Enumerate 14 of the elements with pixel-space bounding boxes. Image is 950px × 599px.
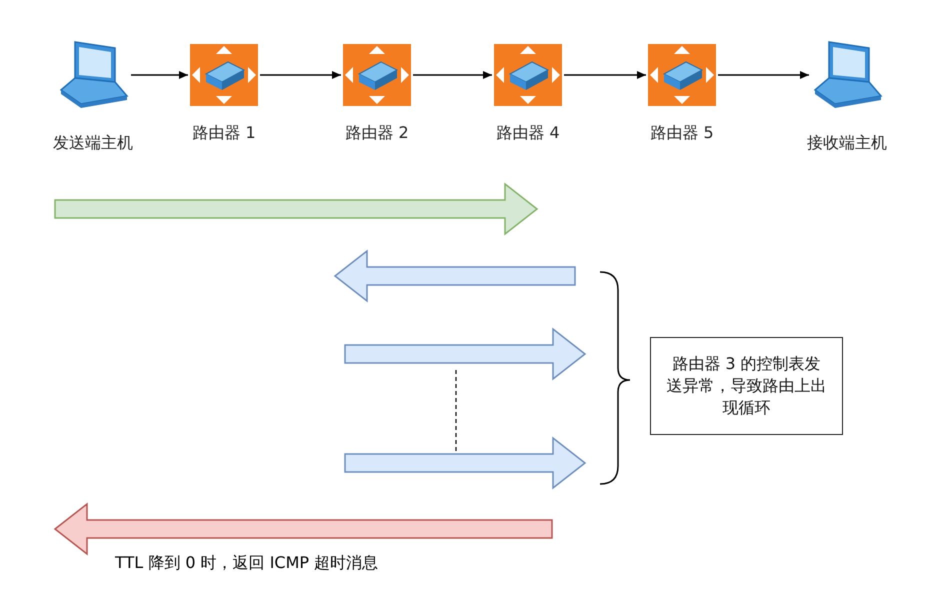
- arrow-label: TTL 降到 0 时，返回 ICMP 超时消息: [115, 553, 378, 574]
- note-text: 路由器 3 的控制表发送异常，导致路由上出现循环: [666, 353, 828, 419]
- router-label: 路由器 1: [192, 123, 256, 144]
- arrow: [564, 71, 646, 79]
- note-box: [650, 337, 843, 435]
- router-label: 路由器 5: [650, 123, 714, 144]
- arrow: [718, 71, 809, 79]
- arrow: [413, 71, 492, 79]
- arrow: [260, 71, 341, 79]
- router-label: 路由器 4: [496, 123, 560, 144]
- arrow: [131, 71, 188, 79]
- router-label: 路由器 2: [345, 123, 409, 144]
- host-label: 接收端主机: [807, 133, 887, 154]
- host-label: 发送端主机: [53, 133, 133, 154]
